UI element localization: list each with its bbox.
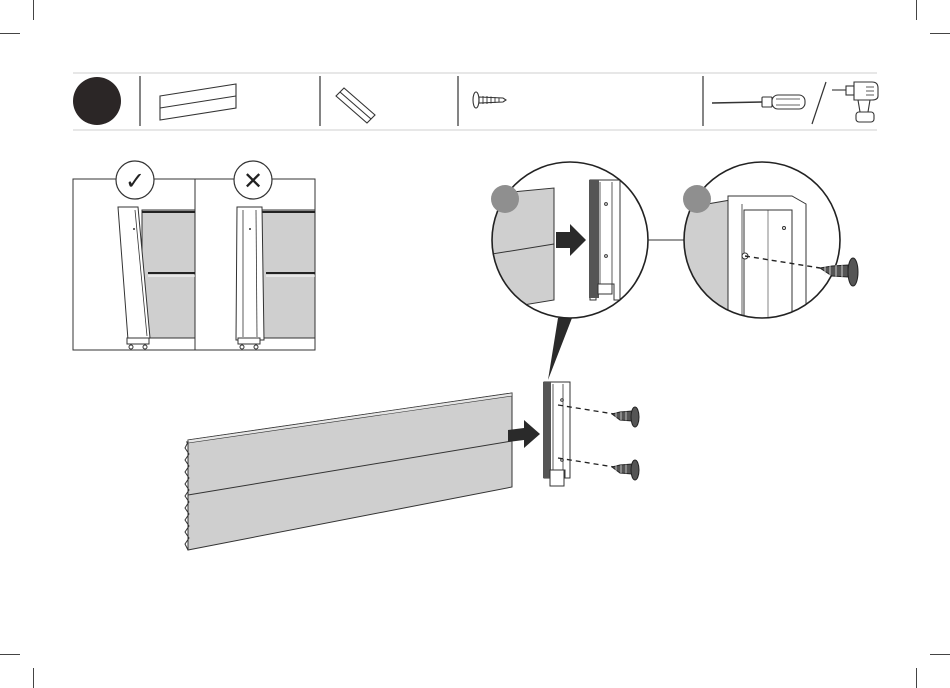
- cross-icon: ✕: [243, 167, 263, 195]
- connector: [543, 382, 570, 486]
- detail-b-badge: [683, 185, 711, 213]
- detail-a-badge: [491, 185, 519, 213]
- parts-header: [73, 73, 878, 130]
- connector-part-icon: [336, 88, 375, 123]
- tool-separator: [812, 82, 826, 124]
- orientation-check: ✓ ✕: [73, 161, 315, 350]
- screw-part-icon: [473, 92, 506, 108]
- checkmark-icon: ✓: [125, 167, 145, 195]
- panel-part-icon: [160, 84, 236, 120]
- callout-pointer: [548, 318, 572, 380]
- power-drill-icon: [832, 82, 878, 122]
- screw-icon: [612, 460, 639, 480]
- step-badge: [73, 77, 121, 125]
- wrong-example: [236, 207, 315, 349]
- main-assembly: [185, 382, 639, 550]
- correct-example: [118, 207, 195, 349]
- screw-icon: [612, 407, 639, 427]
- long-panel: [185, 393, 512, 550]
- detail-a: [480, 162, 648, 380]
- screwdriver-icon: [712, 95, 805, 109]
- insert-arrow-icon: [508, 420, 540, 448]
- detail-b: [683, 162, 858, 330]
